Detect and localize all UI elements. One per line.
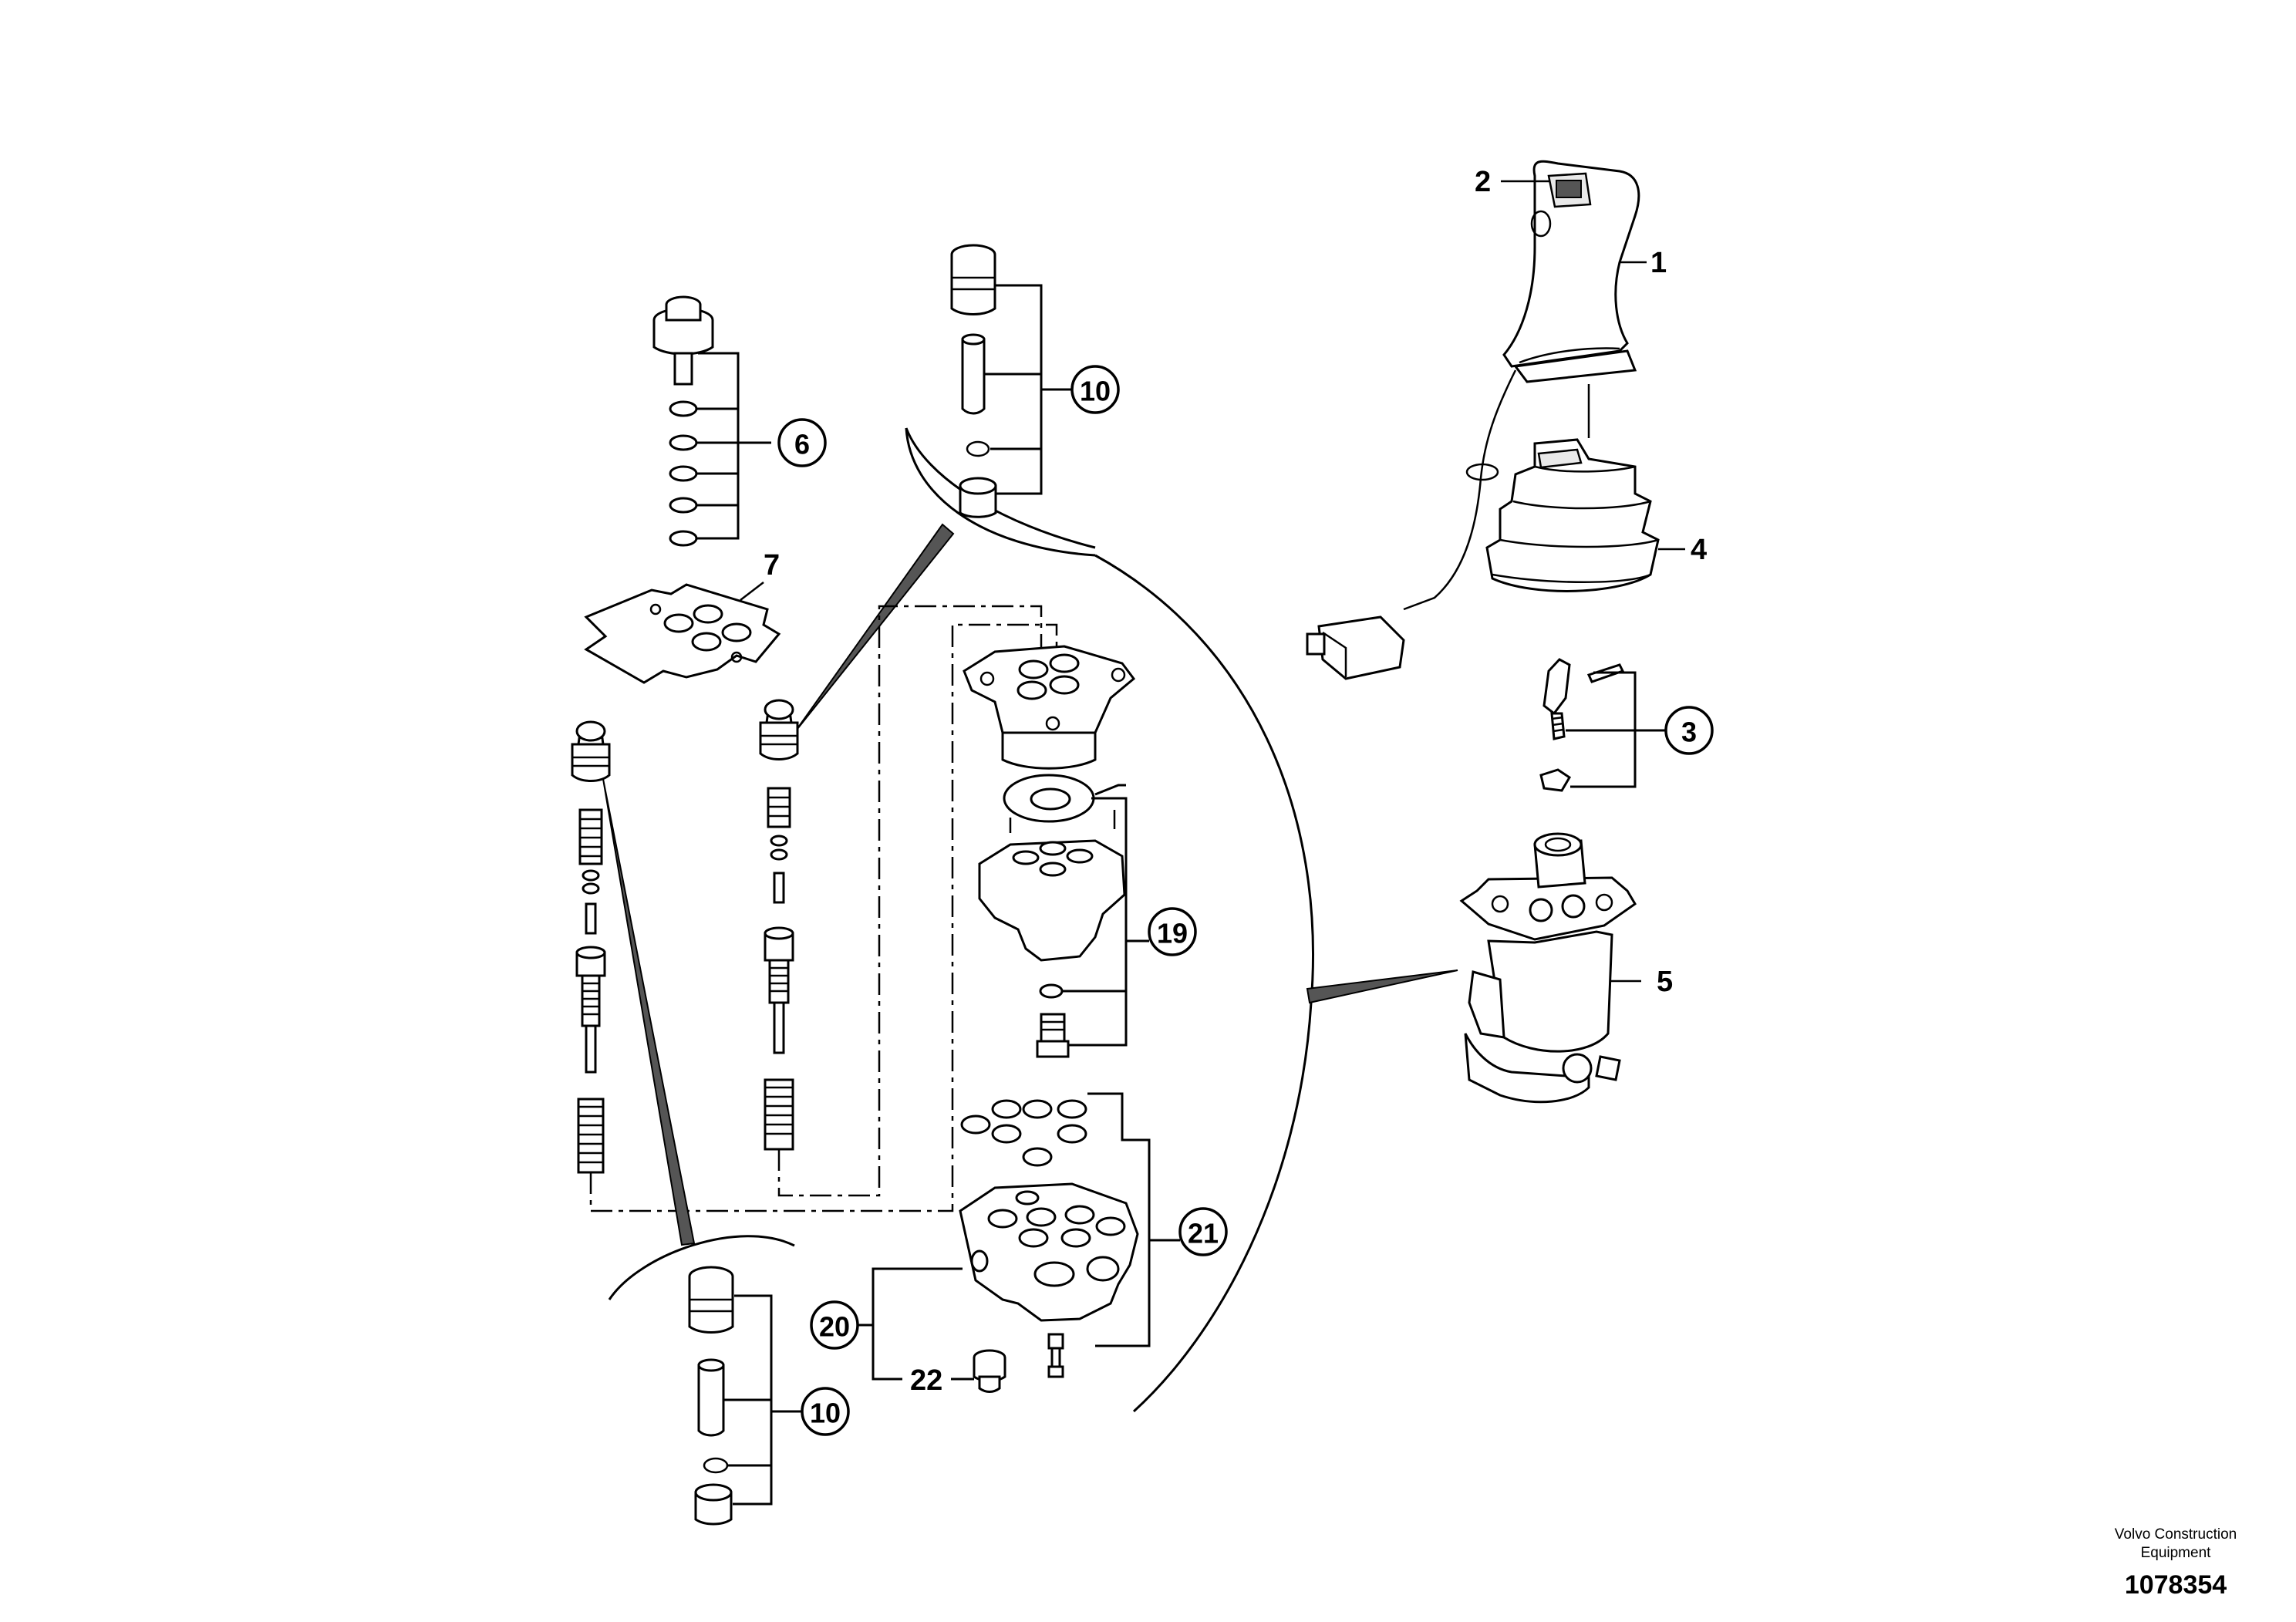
base-block-part xyxy=(959,1182,1139,1322)
callout-1: 1 xyxy=(1650,247,1667,279)
callout-21: 21 xyxy=(1188,1218,1219,1249)
valve-cover-part xyxy=(963,645,1136,770)
plug-part-top xyxy=(950,244,997,518)
pin-part xyxy=(1539,658,1625,792)
screw-part xyxy=(1047,1333,1064,1378)
callout-10-bottom: 10 xyxy=(810,1398,841,1429)
spool-stack-left xyxy=(571,720,611,1174)
callout-10-top: 10 xyxy=(1080,376,1111,407)
o-ring-set-part xyxy=(960,1099,1087,1167)
callout-3: 3 xyxy=(1681,717,1697,748)
connector-part xyxy=(1306,615,1405,680)
valve-body-part xyxy=(978,810,1126,1058)
spool-stack-right xyxy=(759,699,799,1151)
plug-part-22 xyxy=(973,1349,1006,1393)
plug-part-bottom xyxy=(688,1266,734,1526)
callout-20: 20 xyxy=(819,1311,850,1343)
company-name: Volvo Construction Equipment xyxy=(2114,1526,2237,1561)
callout-5: 5 xyxy=(1657,966,1673,998)
callout-22: 22 xyxy=(910,1364,942,1397)
rubber-boot-part xyxy=(1485,438,1660,592)
callout-19: 19 xyxy=(1157,918,1188,949)
assembly-path-lines xyxy=(589,605,1058,1212)
callout-2: 2 xyxy=(1475,166,1491,198)
gasket-plate-part xyxy=(584,583,781,684)
callout-6: 6 xyxy=(794,429,810,460)
document-number: 1078354 xyxy=(2124,1570,2227,1600)
pilot-valve-assembly-part xyxy=(1459,832,1637,1104)
bottom-detail-arc xyxy=(608,1235,795,1300)
callout-7: 7 xyxy=(764,549,780,582)
joystick-handle-part xyxy=(1502,160,1640,383)
joystick-cable xyxy=(1403,369,1517,611)
o-ring-seal-part xyxy=(1003,774,1095,823)
fitting-part-6 xyxy=(652,295,714,547)
callout-4: 4 xyxy=(1691,534,1707,566)
